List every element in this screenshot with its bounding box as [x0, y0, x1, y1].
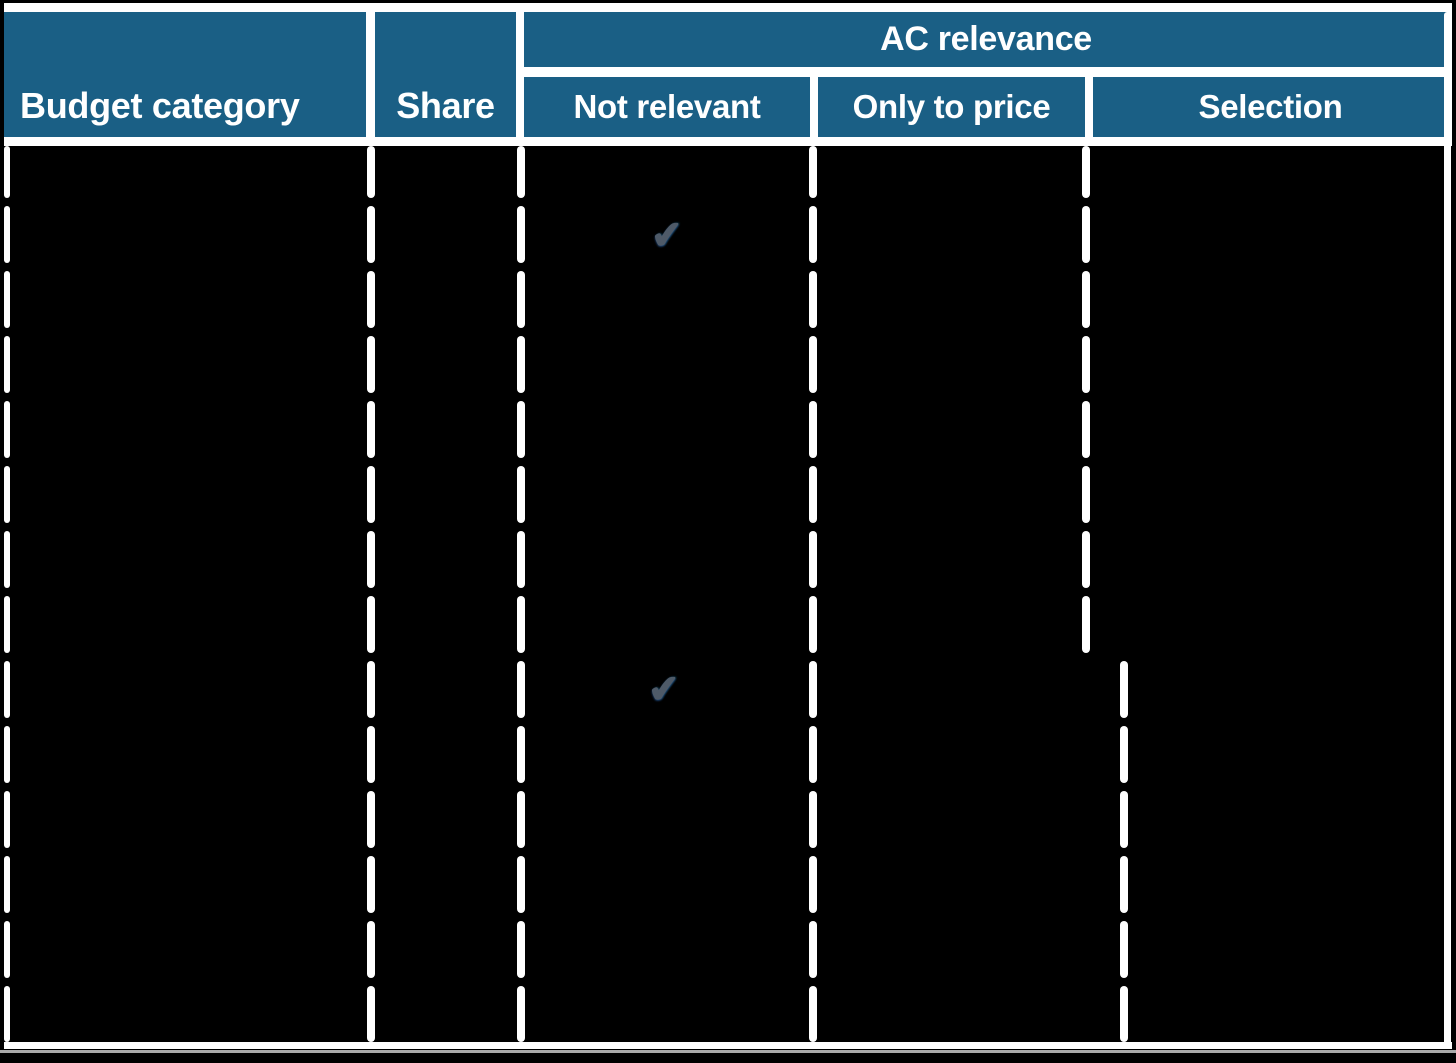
- column-separator-dash: [1082, 206, 1090, 263]
- column-separator-dash: [517, 661, 525, 718]
- column-separator-dash: [809, 466, 817, 523]
- column-separator-dash: [4, 336, 10, 393]
- column-separator-dash: [367, 336, 375, 393]
- column-separator-dash: [1082, 466, 1090, 523]
- column-separator-dash: [4, 726, 10, 783]
- table-bottom-rule: [0, 1050, 1456, 1053]
- check-icon: ✔: [649, 213, 685, 259]
- header-ac-relevance-label: AC relevance: [880, 20, 1092, 58]
- column-separator-dash: [367, 661, 375, 718]
- column-separator-dash: [367, 531, 375, 588]
- column-separator-dash: [1082, 271, 1090, 328]
- column-separator-dash: [517, 791, 525, 848]
- check-icon: ✔: [646, 667, 682, 713]
- column-separator-dash: [809, 271, 817, 328]
- column-separator-dash: [809, 856, 817, 913]
- column-separator-dash: [517, 146, 525, 198]
- header-only-to-price: Only to price: [818, 77, 1085, 137]
- header-share-label: Share: [396, 85, 495, 126]
- column-separator-dash: [1120, 661, 1128, 718]
- column-separator-dash: [809, 921, 817, 978]
- column-separator-dash: [1082, 146, 1090, 198]
- column-separator-dash: [517, 726, 525, 783]
- header-ac-relevance-group: AC relevance: [524, 12, 1448, 67]
- column-separator-dash: [517, 531, 525, 588]
- table-right-border: [1444, 12, 1451, 1049]
- column-separator-dash: [517, 596, 525, 653]
- column-separator-dash: [367, 271, 375, 328]
- column-separator-dash: [517, 986, 525, 1042]
- header-budget-category-label: Budget category: [20, 85, 300, 126]
- column-separator-dash: [367, 401, 375, 458]
- column-separator-dash: [367, 466, 375, 523]
- column-separator-dash: [1082, 596, 1090, 653]
- header-not-relevant-label: Not relevant: [573, 88, 761, 125]
- column-separator-dash: [4, 271, 10, 328]
- column-separator-dash: [1082, 336, 1090, 393]
- table-bottom-border: [4, 1042, 1452, 1049]
- header-budget-category: Budget category: [4, 12, 366, 137]
- column-separator-dash: [367, 596, 375, 653]
- column-separator-dash: [517, 336, 525, 393]
- column-separator-dash: [4, 146, 10, 198]
- column-separator-dash: [4, 791, 10, 848]
- column-separator-dash: [367, 206, 375, 263]
- column-separator-dash: [4, 661, 10, 718]
- column-separator-dash: [4, 466, 10, 523]
- header-selection-label: Selection: [1198, 88, 1343, 125]
- column-separator-dash: [367, 791, 375, 848]
- column-separator-dash: [809, 531, 817, 588]
- column-separator-dash: [367, 921, 375, 978]
- column-separator-dash: [809, 596, 817, 653]
- column-separator-dash: [809, 206, 817, 263]
- header-only-to-price-label: Only to price: [852, 88, 1051, 125]
- column-separator-dash: [4, 401, 10, 458]
- header-share: Share: [375, 12, 516, 137]
- column-separator-dash: [517, 206, 525, 263]
- column-separator-dash: [1120, 791, 1128, 848]
- column-separator-dash: [367, 146, 375, 198]
- column-separator-dash: [367, 986, 375, 1042]
- column-separator-dash: [809, 661, 817, 718]
- column-separator-dash: [517, 466, 525, 523]
- column-separator-dash: [4, 596, 10, 653]
- column-separator-dash: [517, 401, 525, 458]
- column-separator-dash: [809, 336, 817, 393]
- header-not-relevant: Not relevant: [524, 77, 810, 137]
- column-separator-dash: [4, 986, 10, 1042]
- column-separator-dash: [809, 726, 817, 783]
- column-separator-dash: [4, 921, 10, 978]
- header-selection: Selection: [1093, 77, 1448, 137]
- column-separator-dash: [1120, 856, 1128, 913]
- column-separator-dash: [1082, 531, 1090, 588]
- column-separator-dash: [4, 856, 10, 913]
- column-separator-dash: [4, 531, 10, 588]
- column-separator-dash: [1120, 726, 1128, 783]
- column-separator-dash: [809, 791, 817, 848]
- column-separator-dash: [1082, 401, 1090, 458]
- column-separator-dash: [517, 856, 525, 913]
- column-separator-dash: [367, 856, 375, 913]
- column-separator-dash: [367, 726, 375, 783]
- column-separator-dash: [517, 271, 525, 328]
- column-separator-dash: [809, 146, 817, 198]
- column-separator-dash: [517, 921, 525, 978]
- column-separator-dash: [4, 206, 10, 263]
- column-separator-dash: [809, 401, 817, 458]
- column-separator-dash: [809, 986, 817, 1042]
- column-separator-dash: [1120, 921, 1128, 978]
- column-separator-dash: [1120, 986, 1128, 1042]
